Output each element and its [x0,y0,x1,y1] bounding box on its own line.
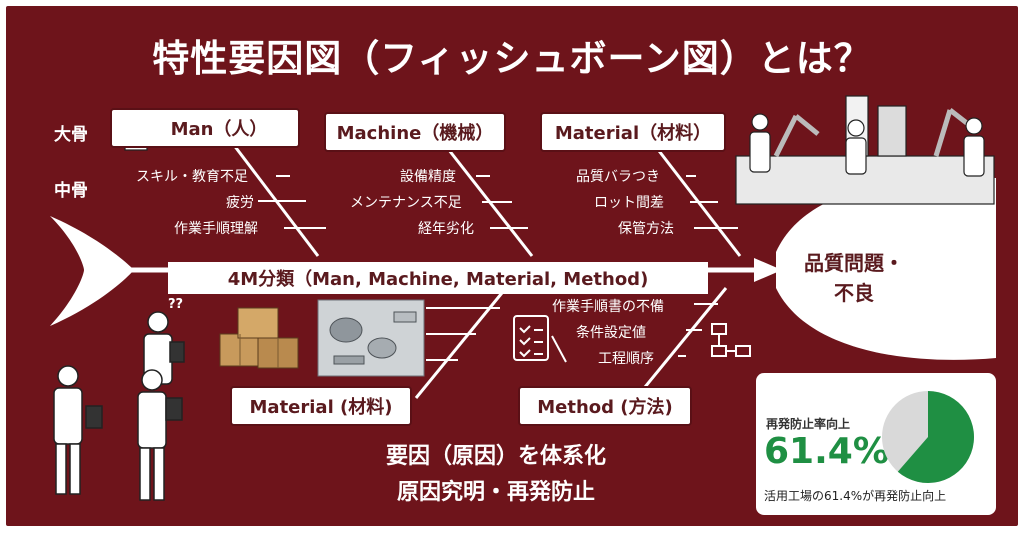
label-major-bone: 大骨 [54,125,88,145]
sub-cause: 保管方法 [618,221,674,237]
fish-head [776,177,996,360]
question-marks: ?? [168,297,183,312]
stat-caption: 活用工場の61.4%が再発防止向上 [764,489,947,503]
sub-cause: メンテナンス不足 [350,195,462,211]
fish-head-label: 品質問題・ 不良 [794,248,914,308]
spine-arrowhead [754,258,782,282]
middle-bones [258,175,738,361]
bone-material-bottom [414,287,508,399]
sub-cause: 疲労 [226,195,254,211]
bone-man [222,131,320,257]
metal-parts-illustration [317,299,425,377]
bone-method [634,287,728,399]
label-middle-bone: 中骨 [54,181,88,201]
stat-label: 再発防止率向上 [766,417,851,431]
diagram-panel: ?? 特性要因図（フィッシュボーン図）とは？ 大骨 中骨 Man（人） [6,6,1018,526]
category-method: Method (方法) [518,386,692,426]
category-material-bottom: Material (材料) [230,386,412,426]
sub-cause: 経年劣化 [418,221,474,237]
flowchart-icon [711,323,751,357]
sub-cause: 作業手順理解 [174,221,258,237]
stat-pie-chart [882,391,974,483]
sub-cause: 条件設定値 [576,325,646,341]
sub-cause: ロット間差 [594,195,664,211]
sub-cause: 工程順序 [598,351,654,367]
bone-machine [436,135,534,257]
category-machine: Machine（機械） [324,112,506,152]
sub-cause: スキル・教育不足 [136,169,248,185]
summary-line-1: 要因（原因）を体系化 [385,444,606,469]
checklist-icon [513,315,567,363]
stat-card: 再発防止率向上 61.4% 活用工場の61.4%が再発防止向上 [756,373,996,515]
category-man: Man（人） [110,108,300,148]
fishbone-diagram: ?? [50,95,996,501]
page-title: 特性要因図（フィッシュボーン図）とは？ [152,37,872,80]
spine-label: 4M分類（Man, Machine, Material, Method) [168,262,708,294]
fish-tail [50,216,134,326]
pie-slice [897,391,974,483]
factory-illustration [735,95,995,205]
fish-head-line2: 不良 [834,281,874,305]
fish-head-line1: 品質問題・ [804,251,904,275]
workers-illustration: ?? [53,297,185,501]
boxes-illustration [219,307,299,369]
category-material-top: Material（材料） [540,112,726,152]
bone-material-top [644,133,742,257]
stat-value: 61.4% [764,431,889,472]
sub-cause: 品質バラつき [576,169,660,185]
summary-line-2: 原因究明・再発防止 [396,480,595,505]
sub-cause: 作業手順書の不備 [552,299,664,315]
sub-cause: 設備精度 [400,169,456,185]
